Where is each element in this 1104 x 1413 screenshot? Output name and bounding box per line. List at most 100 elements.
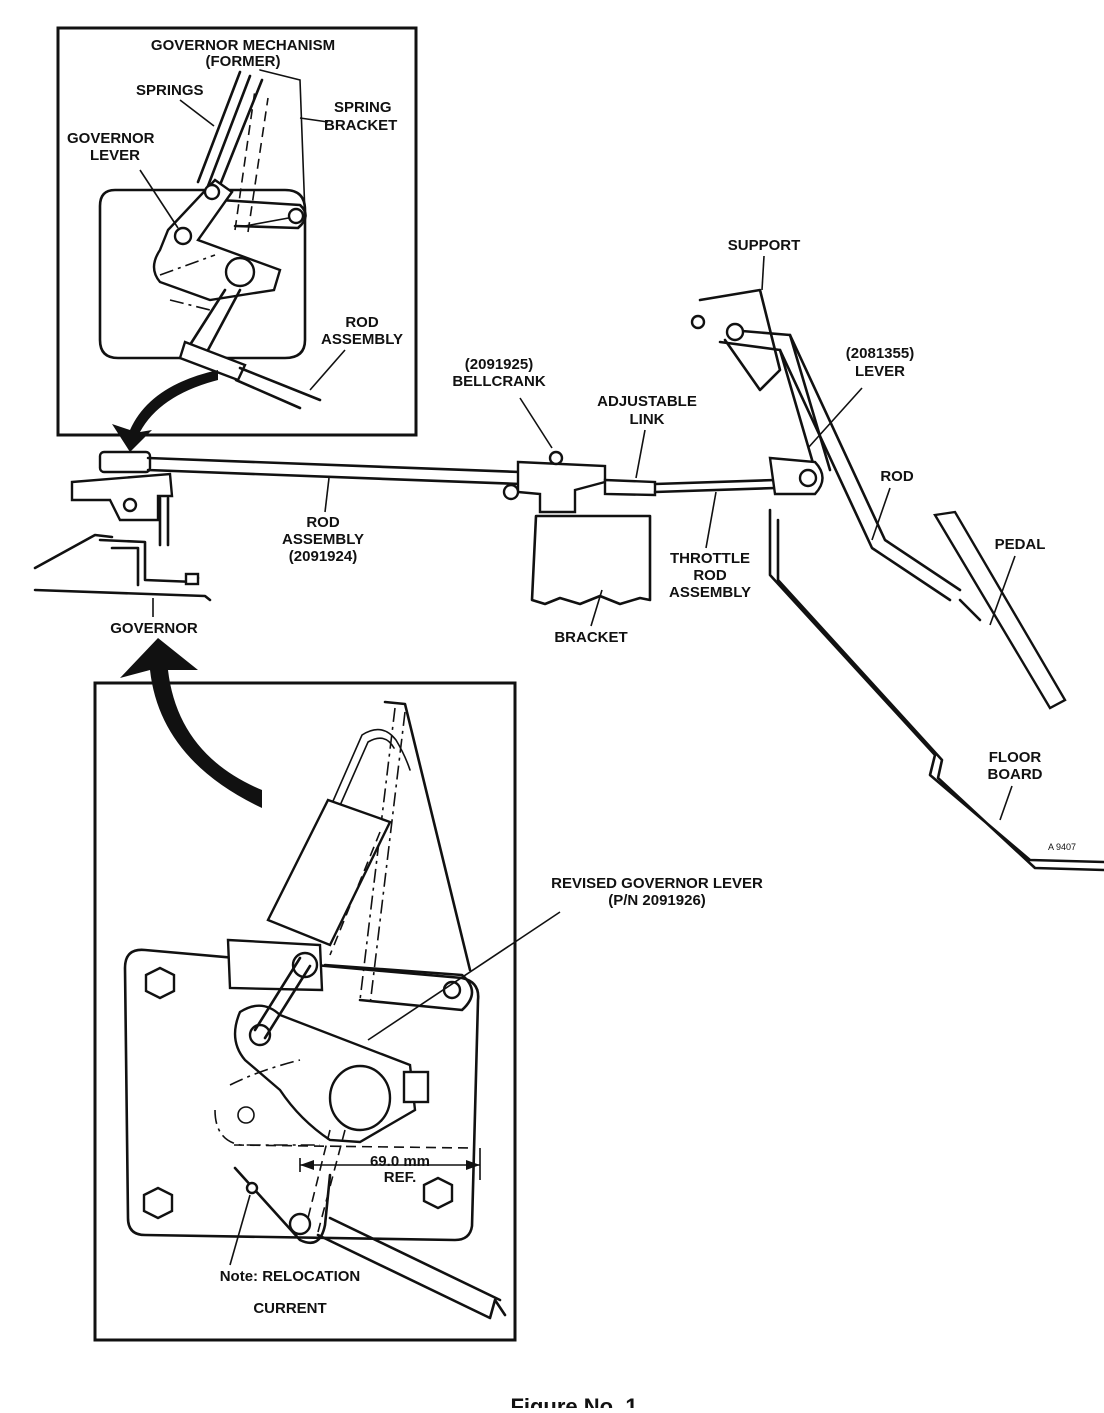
current-spring-body xyxy=(266,798,392,947)
label-revised-lever-2: (P/N 2091926) xyxy=(608,892,706,909)
leader-spring-bracket xyxy=(299,117,329,123)
hex-bolt-top-left xyxy=(144,966,176,1000)
label-revised-lever-1: REVISED GOVERNOR LEVER xyxy=(551,875,763,892)
label-dimension-1: 69.0 mm xyxy=(370,1153,430,1170)
label-bellcrank: BELLCRANK xyxy=(452,373,545,390)
former-lower-arm xyxy=(186,288,242,352)
label-governor: GOVERNOR xyxy=(110,620,198,637)
bellcrank-pivot-top xyxy=(548,450,564,466)
pedal-rod xyxy=(778,333,962,602)
support-bracket xyxy=(698,288,782,392)
main-rod xyxy=(146,456,522,486)
former-springs xyxy=(196,70,264,192)
hex-bolt-bottom-left xyxy=(142,1186,174,1220)
current-lower-arm xyxy=(233,1166,332,1245)
label-governor-mechanism: GOVERNOR MECHANISM xyxy=(151,37,335,54)
label-spring-bracket-2: BRACKET xyxy=(324,117,397,134)
hex-bolt-bottom-right xyxy=(422,1176,454,1210)
governor-lever-head xyxy=(98,450,152,474)
label-floor-1: FLOOR xyxy=(989,749,1042,766)
former-governor-housing xyxy=(98,188,307,360)
former-lever-eye xyxy=(203,183,221,201)
relocation-hole xyxy=(245,1181,259,1195)
governor-shaft xyxy=(158,496,170,547)
pedal xyxy=(933,510,1067,710)
leader-rod-assembly-inset xyxy=(309,349,346,391)
former-spring-dashed xyxy=(234,89,269,233)
lever-pivot-bottom xyxy=(798,468,818,488)
current-clamp-block xyxy=(226,938,324,992)
current-spring-bracket xyxy=(383,700,472,972)
leader-lever xyxy=(807,387,863,449)
current-lower-arm-dash xyxy=(304,1129,346,1233)
leader-rod-assembly-main xyxy=(324,477,330,513)
label-rod-assembly-inset-1: ROD xyxy=(345,314,379,331)
current-spring-bracket-dash xyxy=(359,707,406,1006)
former-shaft-boss xyxy=(224,256,256,288)
leader-revised-lever xyxy=(367,911,561,1041)
label-throttle-rod-1: THROTTLE xyxy=(670,550,750,567)
revised-lever-adjust-screw xyxy=(402,1070,430,1104)
label-floor-2: BOARD xyxy=(988,766,1043,783)
former-governor-inset: GOVERNOR MECHANISM (FORMER) SPRINGS GOVE… xyxy=(56,26,418,437)
label-current: CURRENT xyxy=(253,1300,326,1317)
governor-bracket xyxy=(98,538,200,587)
main-labels: SUPPORT (2081355) LEVER (2091925) BELLCR… xyxy=(110,237,1076,852)
former-bracket-pivot xyxy=(287,207,305,225)
leader-bracket xyxy=(590,589,603,627)
main-linkage xyxy=(33,288,1104,872)
bellcrank-rod-end xyxy=(502,483,520,501)
leader-bellcrank xyxy=(519,397,553,449)
current-spring-bracket-arm xyxy=(323,963,474,1012)
label-springs: SPRINGS xyxy=(136,82,204,99)
governor-top-assembly xyxy=(70,472,174,522)
label-throttle-rod-2: ROD xyxy=(693,567,727,584)
former-spring-bracket-arm xyxy=(218,198,307,230)
former-rod-assembly xyxy=(234,366,322,410)
lever-pivot-top xyxy=(725,322,745,342)
former-lever-ghost-hole xyxy=(237,1106,255,1124)
label-adjustable-link-1: ADJUSTABLE xyxy=(597,393,697,410)
adjustable-link xyxy=(603,478,657,497)
label-note-relocation: Note: RELOCATION xyxy=(220,1268,361,1285)
governor-pivot xyxy=(122,497,138,513)
current-governor-housing xyxy=(123,948,480,1242)
floor-board xyxy=(768,508,1104,872)
support-bolt xyxy=(690,314,706,330)
leader-rod xyxy=(871,487,891,541)
leader-support xyxy=(761,255,765,291)
leader-throttle-rod xyxy=(705,491,717,549)
label-governor-lever-2: LEVER xyxy=(90,147,140,164)
former-inset-frame xyxy=(56,26,418,437)
label-rod-assembly-main-2: ASSEMBLY xyxy=(282,531,364,548)
label-pedal: PEDAL xyxy=(995,536,1046,553)
bracket-body xyxy=(530,514,652,606)
label-rod: ROD xyxy=(880,468,914,485)
current-spring-hook xyxy=(329,728,411,811)
pedal-hinge xyxy=(958,598,982,622)
governor-bolt xyxy=(184,572,200,586)
label-throttle-rod-3: ASSEMBLY xyxy=(669,584,751,601)
label-lever: LEVER xyxy=(855,363,905,380)
label-bellcrank-pn: (2091925) xyxy=(465,356,533,373)
leader-pedal xyxy=(989,555,1016,626)
current-rod-assembly xyxy=(316,1216,507,1320)
former-lever-dashed xyxy=(159,254,216,311)
leader-governor-lever xyxy=(139,169,179,229)
current-spring-dash xyxy=(329,831,381,956)
label-bracket: BRACKET xyxy=(554,629,627,646)
label-rod-assembly-main-3: (2091924) xyxy=(289,548,357,565)
label-support: SUPPORT xyxy=(728,237,801,254)
dimension-ref-line xyxy=(233,1144,471,1149)
governor-base xyxy=(33,533,212,602)
leader-relocation xyxy=(229,1194,251,1266)
leader-springs xyxy=(179,99,215,127)
label-dimension-2: REF. xyxy=(384,1169,417,1186)
revised-lever-shaft-boss xyxy=(328,1064,392,1132)
label-governor-lever-1: GOVERNOR xyxy=(67,130,155,147)
former-lever-pivot xyxy=(173,226,193,246)
label-former: (FORMER) xyxy=(206,53,281,70)
current-governor-inset: REVISED GOVERNOR LEVER (P/N 2091926) 69.… xyxy=(93,681,763,1342)
dimension-arrow-right xyxy=(466,1160,480,1170)
former-spring-bracket xyxy=(244,69,306,227)
